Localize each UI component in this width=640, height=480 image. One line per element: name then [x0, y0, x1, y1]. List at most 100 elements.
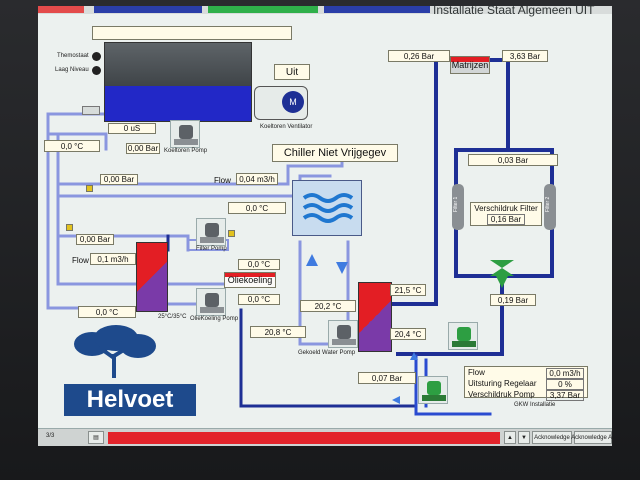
chiller-unit[interactable]	[292, 180, 362, 236]
cooling-tower-pump[interactable]	[170, 120, 200, 148]
oil-temp-1: 0,0 °C	[238, 259, 280, 270]
oil-cooling-pump-label: OlieKoeling Pomp	[190, 316, 239, 322]
nav-segment-blue-2[interactable]	[324, 6, 430, 13]
pressure-2: 0,00 Bar	[100, 174, 138, 185]
top-nav-bar	[38, 6, 612, 14]
chiller-waves-icon	[302, 193, 354, 223]
molds-label[interactable]: Matrijzen	[450, 56, 490, 74]
regulation-panel: Flow 0,0 m3/h Uitsturing Regelaar 0 % Vers…	[464, 366, 588, 401]
gkw-pump[interactable]	[418, 376, 448, 404]
pump-icon	[205, 223, 219, 237]
pipe-gkw	[414, 354, 492, 416]
arrow-down-icon	[336, 262, 348, 274]
regulation-valve-row: Uitsturing Regelaar 0 %	[468, 379, 584, 390]
filter-pump-label: Filter Pomp	[196, 246, 227, 252]
nav-segment-green[interactable]	[208, 6, 318, 13]
pipe-oil-return	[239, 308, 418, 408]
oil-temp-3: 0,0 °C	[78, 306, 136, 318]
filter-diff-label: Verschildruk Filter	[474, 203, 538, 213]
filter-1-label: Filter 1	[453, 196, 459, 212]
pipe-tower-out	[48, 132, 108, 151]
filter-2[interactable]: Filter 2	[544, 184, 556, 230]
chilled-pressure: 0,07 Bar	[358, 372, 416, 384]
arrow-green-down-icon	[496, 276, 508, 288]
oil-hx-label: 25°C/35°C	[158, 314, 187, 320]
page-title: Installatie Staat Algemeen UIT	[433, 6, 595, 17]
regulation-pump-value: 3,37 Bar	[546, 390, 584, 401]
cooling-tower-pump-label: Koeltoren Pomp	[164, 148, 208, 154]
arrow-left-icon	[392, 396, 400, 404]
oil-cooler-label: Oliekoeling	[224, 272, 276, 288]
chiller-status: Chiller Niet Vrijgegev	[272, 144, 398, 162]
fan-state: Uit	[274, 64, 310, 80]
sensor-icon	[86, 185, 93, 192]
low-level-label: Laag Niveau	[55, 67, 89, 73]
scroll-up-button[interactable]: ▲	[504, 431, 516, 444]
thermostat-label: Themostaat	[57, 53, 89, 59]
filter-diff-panel: Verschildruk Filter 0,16 Bar	[470, 202, 542, 226]
acknowledge-all-button[interactable]: Acknowledge All	[571, 431, 612, 444]
regulation-flow-label: Flow	[468, 368, 485, 377]
chilled-water-pump-label: Gekoeld Water Pomp	[298, 350, 356, 356]
fan-motor-icon[interactable]: M	[282, 91, 304, 113]
regulation-valve-label: Uitsturing Regelaar	[468, 379, 537, 388]
pressure-3: 0,00 Bar	[76, 234, 114, 245]
filter-pressure-bottom: 0,19 Bar	[490, 294, 536, 306]
pump-icon	[457, 327, 471, 341]
cooling-tower	[104, 42, 252, 122]
hmi-screen: Installatie Staat Algemeen UIT	[38, 6, 612, 446]
pump-icon	[179, 125, 193, 139]
fan-housing: M	[254, 86, 308, 120]
nav-segment-red[interactable]	[38, 6, 84, 13]
oil-temp-2: 0,0 °C	[238, 294, 280, 305]
oil-flow-label: Flow	[72, 256, 89, 265]
chiller-heat-exchanger[interactable]	[358, 282, 392, 352]
regulation-flow-row: Flow 0,0 m3/h	[468, 368, 584, 379]
conductivity-value: 0 uS	[108, 123, 156, 134]
chilled-temp-b: 20,8 °C	[250, 326, 306, 338]
tower-temp: 0,0 °C	[44, 140, 100, 152]
pipe-filter-loop-main	[454, 58, 554, 278]
pipe-molds-supply	[386, 58, 452, 306]
thermostat-indicator-icon	[92, 52, 101, 61]
chiller-flow-value: 0,04 m3/h	[236, 173, 278, 185]
pump-icon	[205, 293, 219, 307]
chiller-flow-label: Flow	[214, 176, 231, 185]
nav-segment-blue[interactable]	[94, 6, 202, 13]
molds-pressure-out: 3,63 Bar	[502, 50, 548, 62]
tower-valve-icon	[82, 106, 100, 115]
alarm-banner[interactable]	[108, 432, 500, 444]
regulation-valve-value: 0 %	[546, 379, 584, 390]
tower-pump-pressure: 0,00 Bar	[126, 143, 160, 154]
fan-label: Koeltoren Ventilator	[260, 124, 313, 130]
oil-heat-exchanger[interactable]	[136, 242, 168, 312]
chilled-water-pump[interactable]	[328, 320, 358, 348]
company-logo: Helvoet	[64, 384, 196, 416]
sensor-icon-3	[228, 230, 235, 237]
molds-pressure-in: 0,26 Bar	[388, 50, 450, 62]
acknowledge-button[interactable]: Acknowledge	[532, 431, 572, 444]
filter-1[interactable]: Filter 1	[452, 184, 464, 230]
chiller-temp-in: 0,0 °C	[228, 202, 286, 214]
main-pump[interactable]	[448, 322, 478, 350]
page-indicator: 3/3	[46, 433, 55, 439]
filter-diff-value: 0,16 Bar	[486, 213, 526, 225]
pump-icon	[337, 325, 351, 339]
filter-pump[interactable]	[196, 218, 226, 246]
print-icon[interactable]: ▤	[88, 431, 104, 444]
pipe-return-main	[396, 274, 504, 356]
status-bar: 3/3 ▤ ▲ ▼ Acknowledge Acknowledge All	[38, 428, 612, 446]
chilled-temp-a: 20,2 °C	[300, 300, 356, 312]
oil-flow-value: 0,1 m3/h	[90, 253, 136, 265]
filter-pressure-top: 0,03 Bar	[468, 154, 558, 166]
regulation-flow-value: 0,0 m3/h	[546, 368, 584, 379]
arrow-up-icon	[306, 254, 318, 266]
status-banner	[92, 26, 292, 40]
sensor-icon-2	[66, 224, 73, 231]
oil-cooling-pump[interactable]	[196, 288, 226, 316]
filter-2-label: Filter 2	[545, 196, 551, 212]
pump-icon	[427, 381, 441, 395]
scroll-down-button[interactable]: ▼	[518, 431, 530, 444]
low-level-indicator-icon	[92, 66, 101, 75]
regulation-pump-label: Verschildruk Pomp	[468, 390, 535, 399]
